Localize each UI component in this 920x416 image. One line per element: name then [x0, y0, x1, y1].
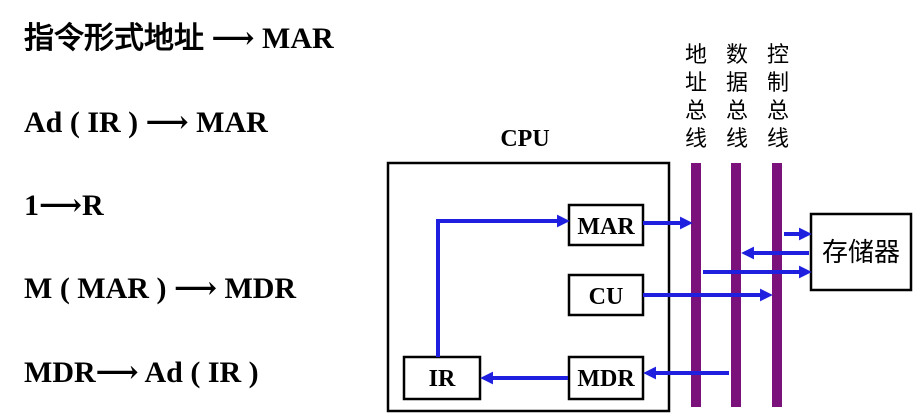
svg-text:总: 总: [726, 99, 748, 124]
ir-register: [402, 355, 482, 401]
cpu-label: CPU: [500, 126, 549, 152]
cpu-box: [386, 161, 671, 413]
memory-label: 存储器: [822, 238, 900, 268]
ir-label: IR: [429, 366, 456, 392]
step-4: M ( MAR ) ⟶ MDR: [24, 272, 297, 305]
step-2: Ad ( IR ) ⟶ MAR: [24, 106, 268, 139]
address-bus-label: 地 址 总 线: [685, 43, 707, 152]
svg-text:线: 线: [685, 127, 707, 152]
control-bus: [772, 163, 782, 407]
svg-text:据: 据: [726, 71, 748, 96]
data-bus-label: 数 据 总 线: [726, 43, 748, 152]
mar-label: MAR: [577, 214, 635, 240]
mar-register: [567, 203, 645, 247]
svg-text:线: 线: [726, 127, 748, 152]
svg-text:控: 控: [767, 43, 789, 68]
svg-text:址: 址: [685, 71, 707, 96]
svg-text:总: 总: [685, 99, 707, 124]
step-1: 指令形式地址 ⟶ MAR: [24, 22, 334, 55]
svg-text:制: 制: [767, 71, 789, 96]
cu-label: CU: [589, 284, 624, 310]
mdr-register: [567, 355, 645, 401]
data-bus: [731, 163, 741, 407]
svg-text:数: 数: [726, 43, 748, 68]
svg-text:地: 地: [685, 43, 707, 68]
control-bus-label: 控 制 总 线: [767, 43, 789, 152]
mdr-label: MDR: [577, 366, 635, 392]
step-5: MDR⟶ Ad ( IR ): [24, 356, 259, 389]
memory-box: [809, 212, 913, 292]
address-bus: [691, 163, 701, 407]
ir-to-mar-arrow: [436, 214, 570, 357]
step-3: 1⟶R: [24, 189, 104, 222]
svg-text:线: 线: [767, 127, 789, 152]
svg-text:总: 总: [767, 99, 789, 124]
